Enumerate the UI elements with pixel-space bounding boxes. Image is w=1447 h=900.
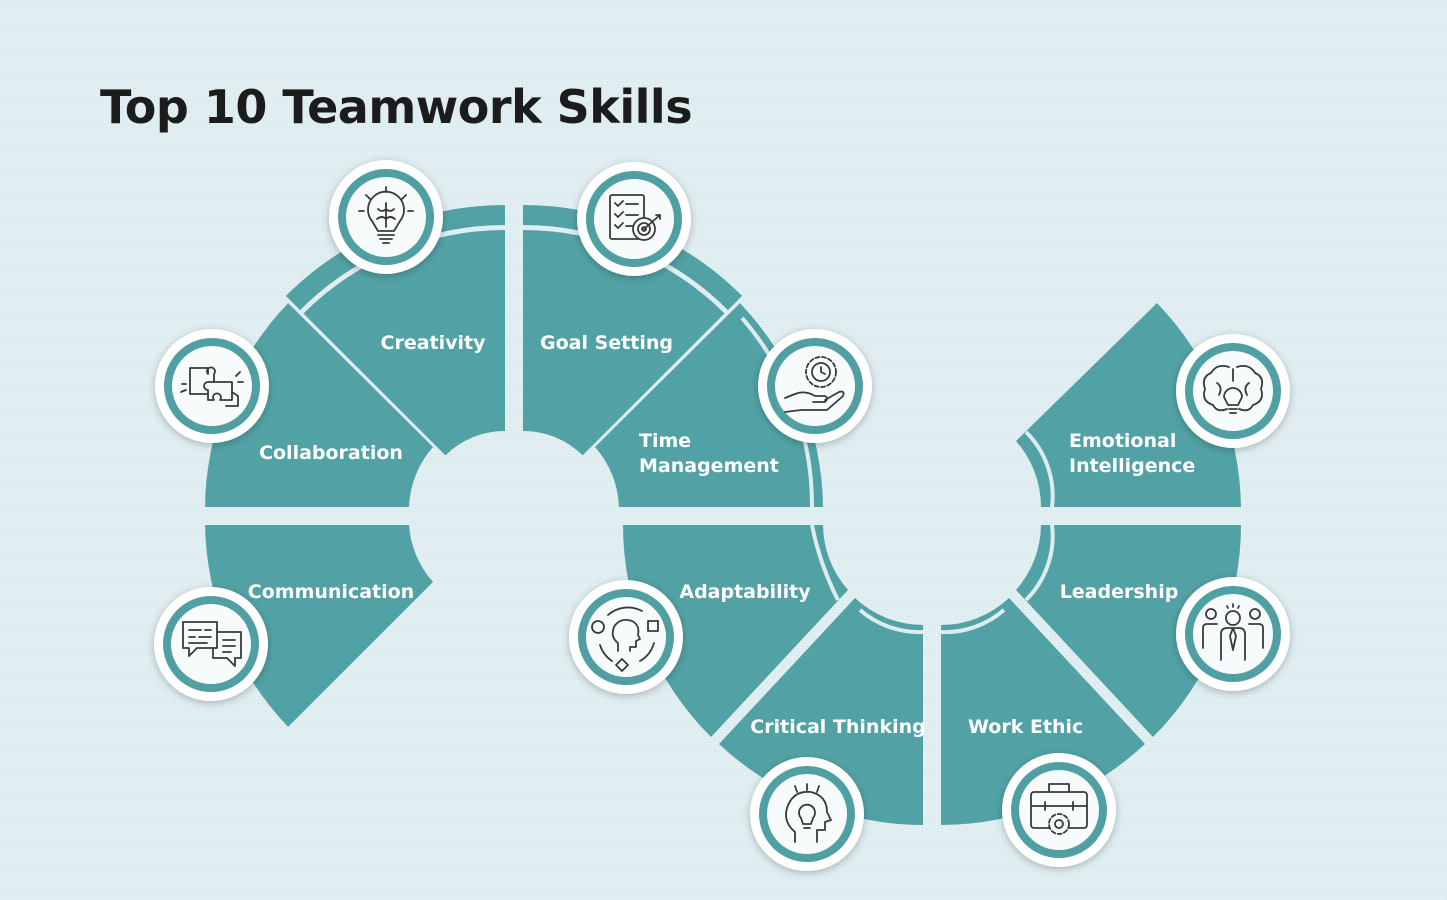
brain-heart-icon	[1176, 334, 1290, 448]
label-critical-thinking: Critical Thinking	[750, 716, 925, 738]
label-emotional-intelligence-line1: Emotional	[1069, 430, 1176, 452]
head-arrows-shapes-icon	[569, 580, 683, 694]
label-work-ethic: Work Ethic	[968, 716, 1083, 738]
left-ring	[205, 205, 506, 727]
segment-communication	[205, 525, 433, 727]
segment-adaptability	[623, 524, 848, 737]
label-goal-setting: Goal Setting	[540, 332, 673, 354]
label-leadership: Leadership	[1060, 581, 1179, 603]
segment-critical-thinking	[719, 598, 924, 825]
segment-emotional-intelligence	[1016, 303, 1241, 508]
label-time-management-line1: Time	[639, 430, 691, 452]
speech-bubbles-icon	[154, 587, 268, 701]
page-title: Top 10 Teamwork Skills	[100, 80, 693, 134]
label-emotional-intelligence-line2: Intelligence	[1069, 455, 1195, 477]
label-creativity: Creativity	[381, 332, 487, 354]
brain-lightbulb-icon	[329, 160, 443, 274]
label-adaptability: Adaptability	[679, 581, 811, 603]
checklist-target-icon	[577, 162, 691, 276]
head-lightbulb-icon	[750, 757, 864, 871]
label-time-management-line2: Management	[639, 455, 779, 477]
puzzle-pieces-icon	[155, 329, 269, 443]
segment-collaboration	[205, 303, 433, 507]
label-communication: Communication	[248, 581, 414, 603]
briefcase-gear-icon	[1002, 753, 1116, 867]
hand-clock-gear-icon	[758, 329, 872, 443]
label-collaboration: Collaboration	[259, 442, 403, 464]
segment-leadership	[1016, 524, 1241, 737]
team-leader-icon	[1176, 577, 1290, 691]
